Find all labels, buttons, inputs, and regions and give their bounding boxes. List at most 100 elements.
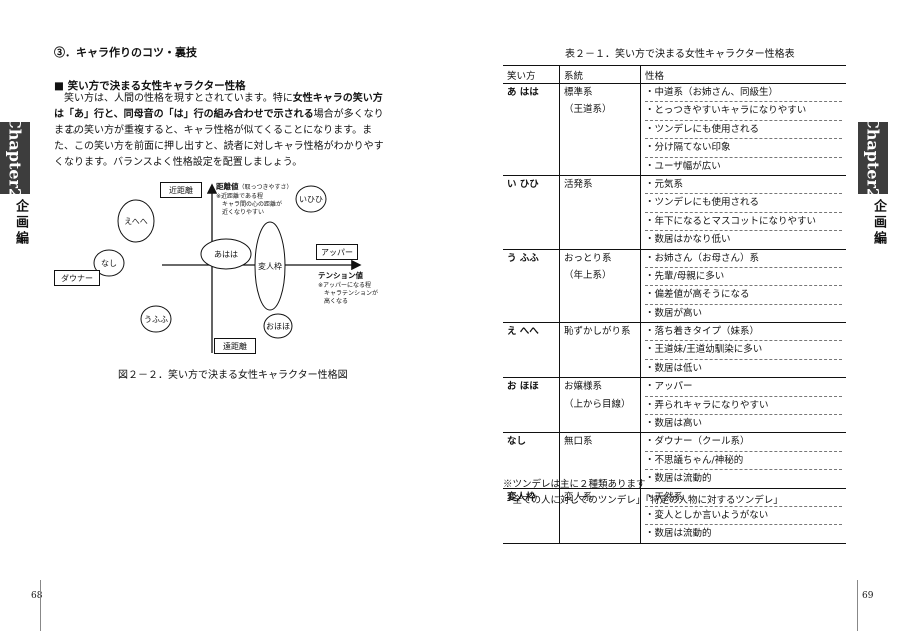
trait-line: ・中道系（お姉さん、同級生） <box>645 84 842 103</box>
table-caption: 表２－１．笑い方で決まる女性キャラクター性格表 <box>565 49 795 60</box>
trait-line: ・お姉さん（お母さん）系 <box>645 250 842 268</box>
cell-system: 標準系 （王道系） <box>559 83 641 176</box>
laugh-name: い ひひ <box>507 178 539 190</box>
cell-laugh: う ふふ <box>503 248 560 323</box>
oval-henjin <box>254 221 286 311</box>
cell-personality: ・お姉さん（お母さん）系・先輩/母親に多い・偏差値が高そうになる・数居が高い <box>640 248 846 323</box>
oval-nashi <box>93 249 125 277</box>
cell-system: 無口系 <box>559 432 641 489</box>
near-label: 近距離 <box>160 182 202 198</box>
trait-line: ・元気系 <box>645 176 842 195</box>
system-text: 標準系 <box>564 87 593 98</box>
table-note-2: 「全ての人に対してのツンデレ」「特定の人物に対するツンデレ」 <box>503 495 783 506</box>
tension-title: テンション値 <box>318 271 363 280</box>
trait-line: ・数居は高い <box>645 418 703 430</box>
folio-rule-left <box>40 580 41 631</box>
trait-line: ・年下になるとマスコットになりやすい <box>645 213 842 232</box>
cell-system: 恥ずかしがり系 <box>559 322 641 378</box>
laugh-name: 変人枠 <box>507 491 536 503</box>
chapter-tab-left-label: Chapter2 <box>5 116 25 200</box>
subheading: ■ 笑い方で決まる女性キャラクター性格 <box>54 80 246 92</box>
label-ahaha: あはは <box>214 250 238 259</box>
cell-personality: ・元気系・ツンデレにも使用される・年下になるとマスコットになりやすい・数居はかな… <box>640 174 846 250</box>
tension-note-2: キャラテンションが <box>324 290 379 297</box>
trait-line: ・数居は低い <box>645 362 703 374</box>
oval-ohoho <box>263 313 293 339</box>
trait-line: ・落ち着きタイプ（妹系） <box>645 323 842 342</box>
chapter-tab-right-label: Chapter2 <box>863 116 883 200</box>
cell-personality: ・ダウナー（クール系）・不思議ちゃん/神秘的・数居は流動的 <box>640 432 846 489</box>
system-text: 無口系 <box>564 436 593 448</box>
trait-line: ・変人としか言いようがない <box>645 507 842 526</box>
trait-line: ・ユーザ幅が広い <box>645 160 721 172</box>
table-row: う ふふ おっとり系（年上系）・お姉さん（お母さん）系・先輩/母親に多い・偏差値が… <box>503 248 846 323</box>
system-text: 活発系 <box>564 178 593 190</box>
label-henjin: 変人枠 <box>258 262 282 271</box>
diagram-lines <box>93 183 362 353</box>
cell-system: おっとり系（年上系） <box>559 248 641 323</box>
cell-laugh: お ほほ <box>503 377 560 433</box>
distance-title: 距離値（取っつきやすさ） <box>216 183 293 192</box>
oval-ufufu <box>140 305 172 333</box>
trait-line: ・天然系 <box>645 489 842 507</box>
distance-sub: （取っつきやすさ） <box>238 184 293 191</box>
system-text: （上から目線） <box>564 398 631 410</box>
trait-line: ・数居は流動的 <box>645 473 712 485</box>
laugh-name: え へへ <box>507 326 539 338</box>
chapter-sub-left: 企画編 <box>13 199 28 247</box>
system-text: お嬢様系 <box>564 381 603 393</box>
laugh-name: う ふふ <box>507 252 539 264</box>
trait-line: ・アッパー <box>645 378 842 397</box>
tension-note-3: 高くなる <box>324 298 349 305</box>
trait-line: ・王道妹/王道幼馴染に多い <box>645 341 842 360</box>
trait-line: ・ツンデレにも使用される <box>645 121 842 140</box>
distance-note-1: ※近距離である程 <box>216 193 263 200</box>
cell-system: 変人系 <box>559 487 641 544</box>
cell-personality: ・アッパー・弄られキャラになりやすい・数居は高い <box>640 377 846 433</box>
trait-line: ・数居はかなり低い <box>645 234 731 246</box>
paragraph-2: この笑い方が重複すると、キャラ性格が似てくることになります。また、この笑い方を前… <box>54 125 384 168</box>
trait-line: ・数居が高い <box>645 307 703 319</box>
cell-personality: ・落ち着きタイプ（妹系）・王道妹/王道幼馴染に多い・数居は低い <box>640 322 846 378</box>
table-row: あ はは標準系（王道系）・中道系（お姉さん、同級生）・とっつきやすいキャラになり… <box>503 83 846 176</box>
laugh-name: なし <box>507 436 527 448</box>
section-heading: ③．キャラ作りのコツ・裏技 <box>54 46 197 59</box>
trait-line: ・不思議ちゃん/神秘的 <box>645 452 842 471</box>
chapter-tab-left: Chapter2 <box>0 116 30 200</box>
paragraph-1-bold: 女性キャラの笑い方は「あ」行と、同母音の「は」行の組み合わせで示される <box>54 93 383 120</box>
trait-line: ・弄られキャラになりやすい <box>645 397 842 416</box>
oval-ihihi <box>295 185 327 213</box>
cell-system: お嬢様系 （上から目線） <box>559 377 641 433</box>
cell-personality: ・天然系・変人としか言いようがない・数居は流動的 <box>640 487 846 544</box>
cell-laugh: え へへ <box>503 322 560 378</box>
personality-diagram: 近距離 遠距離 アッパー ダウナー 距離値（取っつきやすさ） ※近距離である程 … <box>46 178 406 358</box>
page-number-right: 69 <box>862 591 874 601</box>
personality-table: 笑い方 系統 性格 あ はは標準系（王道系）・中道系（お姉さん、同級生）・とっつ… <box>503 65 846 544</box>
trait-line: ・偏差値が高そうになる <box>645 286 842 305</box>
label-ohoho: おほほ <box>266 322 290 331</box>
trait-line: ・分け隔てない印象 <box>645 139 842 158</box>
table-row: 変人枠 変人系 ・天然系・変人としか言いようがない・数居は流動的 <box>503 487 846 544</box>
system-text: 変人系 <box>564 491 593 503</box>
folio-rule-right <box>857 580 858 631</box>
cell-system: 活発系 <box>559 174 641 250</box>
oval-ahaha <box>200 238 252 270</box>
page-number-left: 68 <box>31 591 43 601</box>
distance-note-3: 近くなりやすい <box>222 209 265 216</box>
system-text: （年上系） <box>564 269 612 281</box>
cell-laugh: なし <box>503 432 560 489</box>
header-laugh: 笑い方 <box>503 65 560 84</box>
system-text: （王道系） <box>564 104 612 116</box>
trait-line: ・先輩/母親に多い <box>645 268 842 287</box>
trait-line: ・数居は流動的 <box>645 528 712 540</box>
tension-note-1: ※アッパーになる程 <box>318 282 372 289</box>
system-text: 恥ずかしがり系 <box>564 326 631 338</box>
paragraph-1-a: 笑い方は、人間の性格を現すとされています。特に <box>64 93 293 104</box>
far-label: 遠距離 <box>214 338 256 354</box>
laugh-name: あ はは <box>507 87 539 98</box>
label-ufufu: うふふ <box>144 315 168 324</box>
upper-label: アッパー <box>316 244 358 260</box>
trait-line: ・ツンデレにも使用される <box>645 194 842 213</box>
cell-laugh: あ はは <box>503 83 560 176</box>
table-row: え へへ恥ずかしがり系・落ち着きタイプ（妹系）・王道妹/王道幼馴染に多い・数居は… <box>503 322 846 378</box>
